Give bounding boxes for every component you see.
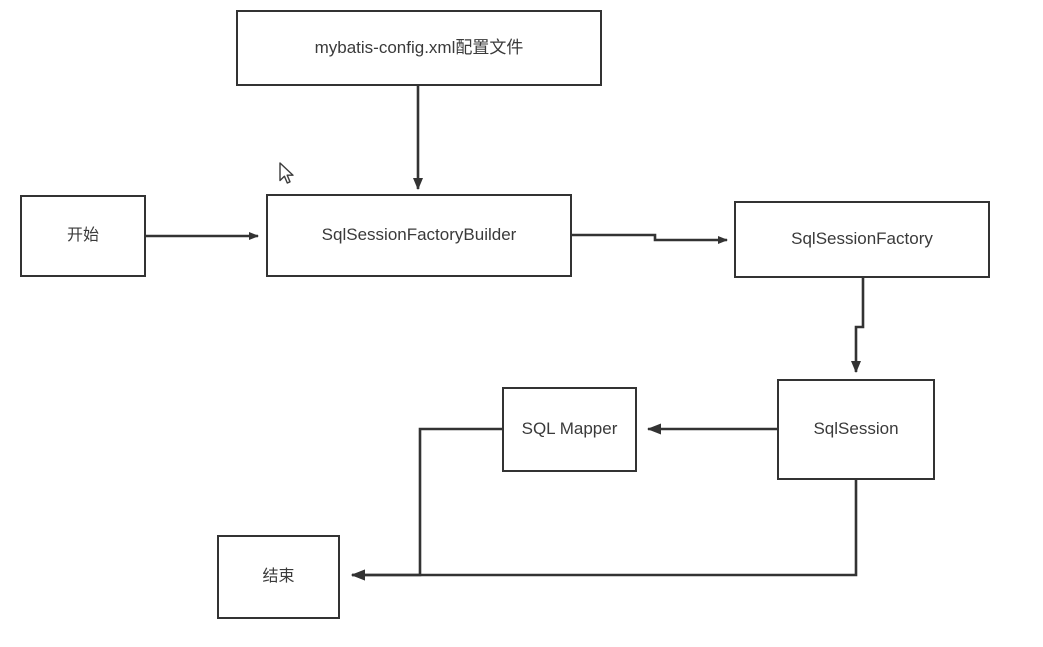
node-start-label: 开始 <box>66 226 99 244</box>
node-sqlsession[interactable]: SqlSession <box>777 379 935 480</box>
node-sqlsessionfactorybuilder-label: SqlSessionFactoryBuilder <box>321 225 517 245</box>
node-end-label: 结束 <box>262 567 295 585</box>
node-sqlsessionfactory-label: SqlSessionFactory <box>791 229 933 249</box>
mouse-pointer-icon <box>279 162 294 184</box>
node-sqlsessionfactory[interactable]: SqlSessionFactory <box>734 201 990 278</box>
node-sql-mapper[interactable]: SQL Mapper <box>502 387 637 472</box>
edge-factory-to-session <box>851 278 865 373</box>
node-sql-mapper-label: SQL Mapper <box>521 419 618 439</box>
node-sqlsessionfactorybuilder[interactable]: SqlSessionFactoryBuilder <box>266 194 572 277</box>
edge-builder-to-factory <box>572 233 728 244</box>
node-end[interactable]: 结束 <box>217 535 340 619</box>
edge-mapper-to-end <box>351 427 502 581</box>
node-config-file[interactable]: mybatis-config.xml配置文件 <box>236 10 602 86</box>
edge-session-to-end <box>351 480 858 581</box>
node-sqlsession-label: SqlSession <box>813 419 899 439</box>
node-start[interactable]: 开始 <box>20 195 146 277</box>
node-config-file-label: mybatis-config.xml配置文件 <box>314 37 524 57</box>
